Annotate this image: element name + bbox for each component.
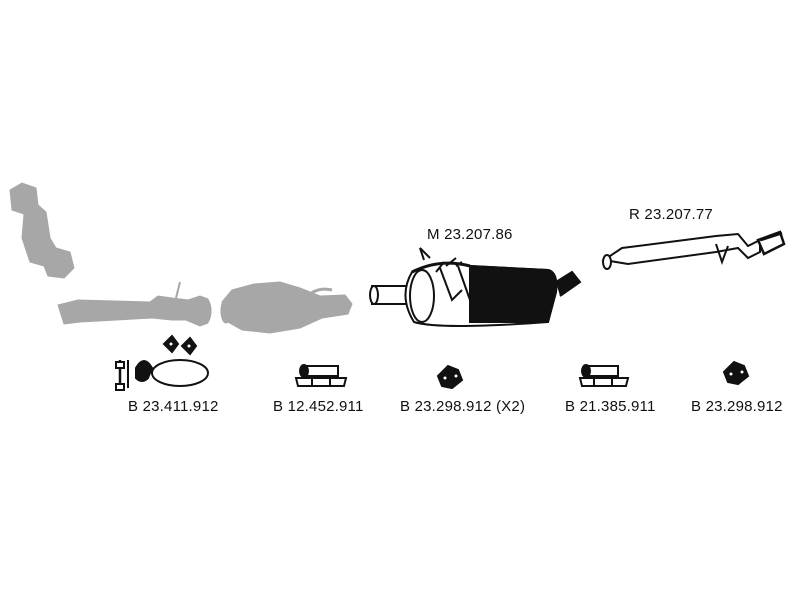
clamp-12452911-drawing bbox=[294, 364, 348, 387]
rubber-hanger-drawing bbox=[722, 360, 750, 386]
rubber-hanger-x2-drawing bbox=[436, 364, 464, 390]
center-pipe bbox=[57, 281, 212, 327]
hardware-label-clamp-ring-kit: B 23.411.912 bbox=[128, 398, 219, 415]
hardware-label-rubber-hanger: B 23.298.912 bbox=[691, 398, 783, 415]
front-downpipe bbox=[9, 182, 75, 279]
clamp-21385911-drawing bbox=[578, 364, 630, 387]
clamp-ring-kit-drawing bbox=[115, 334, 209, 391]
rear-pipe-part-number: R 23.207.77 bbox=[629, 206, 713, 223]
muffler-part-number: M 23.207.86 bbox=[427, 226, 513, 243]
catalytic-converter bbox=[220, 281, 353, 334]
muffler-drawing bbox=[369, 247, 582, 327]
rear-pipe-drawing bbox=[601, 230, 786, 270]
hardware-label-rubber-hanger-x2: B 23.298.912 (X2) bbox=[400, 398, 526, 415]
hardware-label-clamp-12452911: B 12.452.911 bbox=[273, 398, 364, 415]
hardware-label-clamp-21385911: B 21.385.911 bbox=[565, 398, 656, 415]
